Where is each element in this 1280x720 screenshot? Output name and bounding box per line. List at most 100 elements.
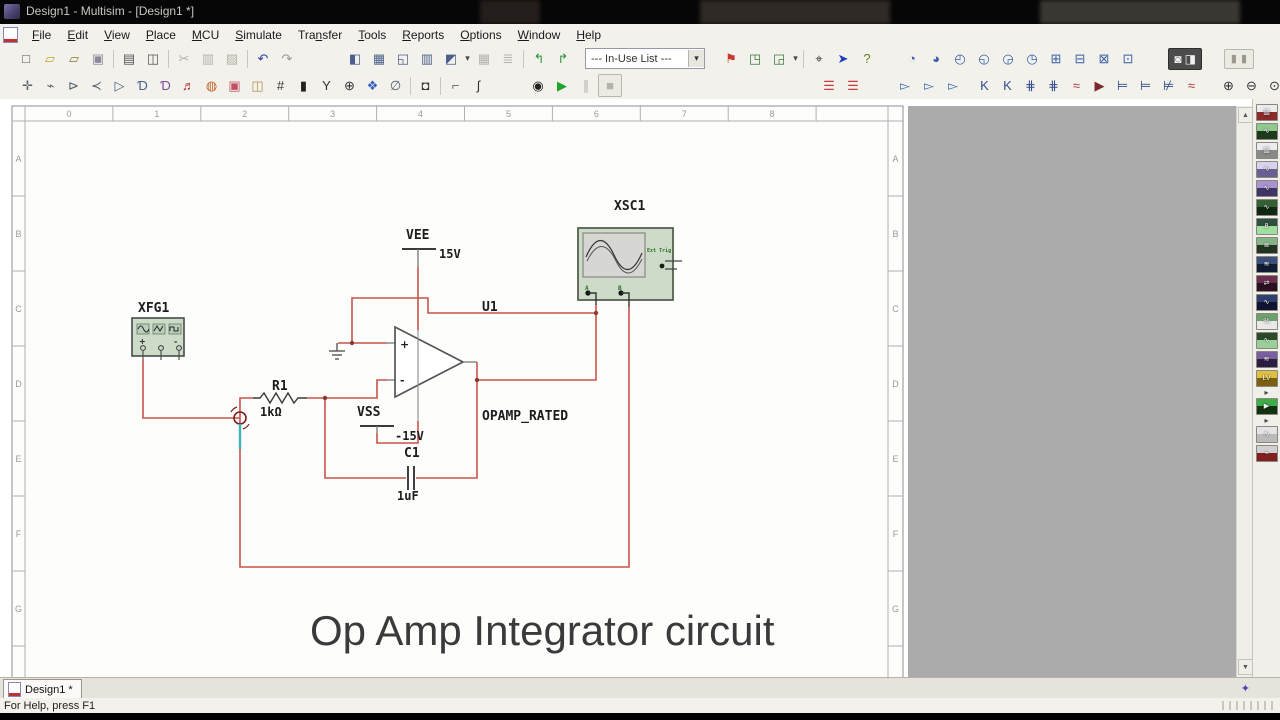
simulation-switch-toggle[interactable]: ◙◨ bbox=[1168, 47, 1202, 70]
wire-input[interactable] bbox=[142, 360, 240, 419]
probe-button-1[interactable]: ◔ bbox=[900, 47, 924, 70]
place-indicator-button[interactable]: ▣ bbox=[223, 74, 246, 97]
labview-instrument-icon[interactable]: LV bbox=[1255, 370, 1278, 387]
probe-button-6[interactable]: ◷ bbox=[1020, 47, 1044, 70]
probe-button-7[interactable]: ⊞ bbox=[1044, 47, 1068, 70]
place-power-button[interactable]: ◫ bbox=[246, 74, 269, 97]
four-channel-oscilloscope-icon[interactable]: ∿ bbox=[1255, 180, 1278, 197]
menu-options[interactable]: Options bbox=[460, 27, 502, 42]
tab-design1[interactable]: Design1 * bbox=[3, 679, 82, 699]
place-bus-button[interactable]: ʃ bbox=[467, 74, 490, 97]
step-button-3[interactable]: ⋕ bbox=[1019, 74, 1042, 97]
step-button-10[interactable]: ≈ bbox=[1180, 74, 1203, 97]
back-annotate-button[interactable]: ↰ bbox=[527, 47, 551, 70]
place-mixed-button[interactable]: ◍ bbox=[200, 74, 223, 97]
logic-converter-icon[interactable]: ⇄ bbox=[1255, 275, 1278, 292]
wire-inverting-input[interactable] bbox=[325, 379, 387, 399]
probe-button-8[interactable]: ⊟ bbox=[1068, 47, 1092, 70]
elvis-icon[interactable]: ▶ bbox=[1255, 398, 1278, 415]
place-basic-button[interactable]: ⌁ bbox=[39, 74, 62, 97]
place-misc-button[interactable]: # bbox=[269, 74, 292, 97]
zoom-in-button[interactable]: ⊕ bbox=[1217, 74, 1240, 97]
spreadsheet-view-button[interactable]: ▦ bbox=[367, 47, 391, 70]
redo-button[interactable]: ↷ bbox=[275, 47, 299, 70]
wire-vss[interactable] bbox=[376, 421, 419, 444]
probe-button-3[interactable]: ◴ bbox=[948, 47, 972, 70]
help-button[interactable]: ? bbox=[855, 47, 879, 70]
network-analyzer-icon[interactable]: ≋ bbox=[1255, 351, 1278, 368]
undo-button[interactable]: ↶ bbox=[251, 47, 275, 70]
ladder-diagram-button[interactable]: ▥ bbox=[415, 47, 439, 70]
function-generator-xfg1[interactable]: XFG1 + - bbox=[131, 301, 185, 360]
analysis-nav-button-1[interactable]: ▻ bbox=[893, 74, 917, 97]
place-diode-button[interactable]: ⊳ bbox=[62, 74, 85, 97]
place-ttl-button[interactable]: Ɗ bbox=[131, 74, 154, 97]
step-button-9[interactable]: ⊭ bbox=[1157, 74, 1180, 97]
probe-pointer-button[interactable]: ➤ bbox=[831, 47, 855, 70]
function-generator-icon[interactable]: ∿ bbox=[1255, 123, 1278, 140]
grapher-button[interactable]: ◩ bbox=[439, 47, 463, 70]
analysis-nav-button-3[interactable]: ▻ bbox=[941, 74, 965, 97]
probe-button-2[interactable]: ◕ bbox=[924, 47, 948, 70]
place-cmos-button[interactable]: Ɗ bbox=[154, 74, 177, 97]
forward-annotate-button[interactable]: ↱ bbox=[551, 47, 575, 70]
save-button[interactable]: ▣ bbox=[86, 47, 110, 70]
vss-rail[interactable]: VSS -15V bbox=[357, 405, 424, 443]
menu-window[interactable]: Window bbox=[517, 27, 561, 42]
title-bar[interactable]: Design1 - Multisim - [Design1 *] bbox=[0, 0, 1280, 24]
step-button-1[interactable]: K bbox=[973, 74, 996, 97]
elvis-expand-arrow[interactable]: ▸ bbox=[1264, 416, 1269, 425]
capacitor-c1[interactable]: C1 1uF bbox=[397, 446, 420, 503]
print-preview-button[interactable]: ◫ bbox=[141, 47, 165, 70]
scroll-up-button[interactable]: ▲ bbox=[1238, 107, 1253, 123]
step-button-2[interactable]: K bbox=[996, 74, 1019, 97]
menu-transfer[interactable]: Transfer bbox=[297, 27, 343, 42]
place-ni-component-button[interactable]: ❖ bbox=[361, 74, 384, 97]
menu-edit[interactable]: Edit bbox=[67, 27, 89, 42]
menu-place[interactable]: Place bbox=[145, 27, 176, 42]
multimeter-icon[interactable]: ▥ bbox=[1255, 104, 1278, 121]
resize-grip[interactable] bbox=[1222, 701, 1278, 710]
in-use-list-combobox[interactable]: --- In-Use List --- ▾ bbox=[585, 48, 705, 69]
word-generator-icon[interactable]: ≣ bbox=[1255, 237, 1278, 254]
zoom-area-button[interactable]: ⊙ bbox=[1263, 74, 1280, 97]
backannotate-from-ultiboard-button[interactable]: ◲ bbox=[767, 47, 791, 70]
place-transistor-button[interactable]: ≺ bbox=[85, 74, 108, 97]
resistor-r1[interactable]: R1 1kΩ bbox=[253, 379, 307, 419]
wire-scope-b[interactable] bbox=[239, 307, 630, 568]
wire-feedback-left[interactable] bbox=[324, 398, 406, 479]
dropdown-caret-icon[interactable]: ▾ bbox=[793, 53, 798, 63]
wattmeter-icon[interactable]: ▥ bbox=[1255, 142, 1278, 159]
ground-symbol[interactable] bbox=[329, 343, 345, 360]
place-rf-button[interactable]: Y bbox=[315, 74, 338, 97]
opamp-u1[interactable]: + - U1 OPAMP_RATED bbox=[387, 300, 568, 424]
open-sample-button[interactable]: ▱ bbox=[62, 47, 86, 70]
frequency-counter-icon[interactable]: 8 bbox=[1255, 218, 1278, 235]
place-source-button[interactable]: ✛ bbox=[16, 74, 39, 97]
step-button-6[interactable]: ▶ bbox=[1088, 74, 1111, 97]
print-button[interactable]: ▤ bbox=[117, 47, 141, 70]
step-button-7[interactable]: ⊨ bbox=[1111, 74, 1134, 97]
wires[interactable] bbox=[142, 267, 630, 568]
labview-expand-arrow[interactable]: ▸ bbox=[1264, 388, 1269, 397]
dropdown-caret-icon[interactable]: ▾ bbox=[465, 53, 470, 63]
open-button[interactable]: ▱ bbox=[38, 47, 62, 70]
place-analog-button[interactable]: ▷ bbox=[108, 74, 131, 97]
active-list-button-1[interactable]: ☰ bbox=[817, 74, 841, 97]
menu-file[interactable]: File bbox=[32, 27, 52, 42]
circuit-caption[interactable]: Op Amp Integrator circuit bbox=[310, 607, 775, 654]
spice-netlist-button[interactable]: ◱ bbox=[391, 47, 415, 70]
menu-mcu[interactable]: MCU bbox=[191, 27, 220, 42]
place-connector-button[interactable]: ∅ bbox=[384, 74, 407, 97]
wire-u1-top[interactable] bbox=[351, 297, 596, 343]
probe-button-10[interactable]: ⊡ bbox=[1116, 47, 1140, 70]
new-button[interactable]: □ bbox=[14, 47, 38, 70]
find-button[interactable]: ⌖ bbox=[807, 47, 831, 70]
step-button-8[interactable]: ⊨ bbox=[1134, 74, 1157, 97]
zoom-out-button[interactable]: ⊖ bbox=[1240, 74, 1263, 97]
vertical-scrollbar[interactable]: ▲ ▼ bbox=[1236, 106, 1253, 677]
menu-view[interactable]: View bbox=[104, 27, 130, 42]
menu-simulate[interactable]: Simulate bbox=[235, 27, 282, 42]
